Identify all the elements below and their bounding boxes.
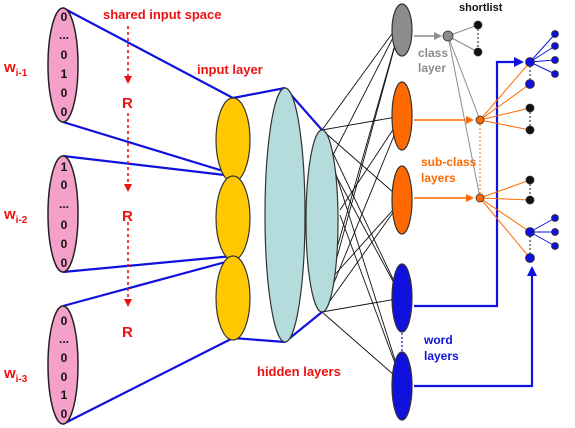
tree-edges-black [477, 25, 531, 258]
input-3-bit-3: 0 [61, 351, 68, 365]
input-2-bit-3: ... [59, 197, 69, 211]
r-label-2: R [122, 208, 133, 225]
input-layer [215, 97, 251, 341]
word-layers-label-line2: layers [424, 349, 459, 363]
input-3-bit-2: ... [59, 332, 69, 346]
tree-nodes [442, 20, 559, 263]
r-label-3: R [122, 324, 133, 341]
input-2-bit-2: 0 [61, 178, 68, 192]
hidden-layers-label: hidden layers [257, 364, 341, 379]
input-2-bit-4: 0 [61, 218, 68, 232]
input-layer-label: input layer [197, 62, 263, 77]
input-vector-2 [47, 155, 79, 273]
word-arrow-2 [414, 266, 537, 388]
word-layers-label-line1: word [423, 333, 453, 347]
r-label-1: R [122, 95, 133, 112]
input-1-bit-6: 0 [61, 105, 68, 119]
word-arrow-1 [414, 57, 524, 308]
tree-edges-orange [479, 61, 531, 259]
shared-input-space-label: shared input space [103, 7, 221, 22]
input-vector-1 [47, 7, 79, 123]
shortlist-label: shortlist [459, 2, 503, 14]
hidden-layers [264, 87, 339, 343]
input-3-bit-5: 1 [61, 388, 68, 402]
class-layer-node [391, 3, 413, 57]
output-connections [321, 19, 403, 383]
tree-edges-gray [447, 24, 481, 199]
input-1-bit-4: 1 [61, 67, 68, 81]
input-1-bit-1: 0 [61, 10, 68, 24]
word-label-2: wi-2 [3, 206, 28, 226]
subclass-layers-label-line2: layers [421, 171, 456, 185]
projection-lines [62, 7, 323, 425]
subclass-layers-label-line1: sub-class [421, 155, 477, 169]
word-layer-node-2 [391, 351, 413, 421]
word-label-1: wi-1 [3, 59, 28, 79]
class-layer-label-line2: layer [418, 61, 446, 75]
input-1-bit-3: 0 [61, 48, 68, 62]
input-1-bit-5: 0 [61, 86, 68, 100]
subclass-layer-node-1 [391, 81, 413, 151]
input-2-bit-5: 0 [61, 237, 68, 251]
input-2-bit-6: 0 [61, 256, 68, 270]
subclass-layer-node-2 [391, 165, 413, 235]
input-3-bit-6: 0 [61, 407, 68, 421]
tree-edges-blue [529, 33, 556, 247]
input-3-bit-1: 0 [61, 314, 68, 328]
input-2-bit-1: 1 [61, 160, 68, 174]
input-3-bit-4: 0 [61, 370, 68, 384]
input-vector-3 [47, 305, 79, 425]
class-layer-label-line1: class [418, 46, 448, 60]
word-layer-node-1 [391, 263, 413, 333]
word-label-3: wi-3 [3, 365, 28, 385]
input-1-bit-2: ... [59, 28, 69, 42]
